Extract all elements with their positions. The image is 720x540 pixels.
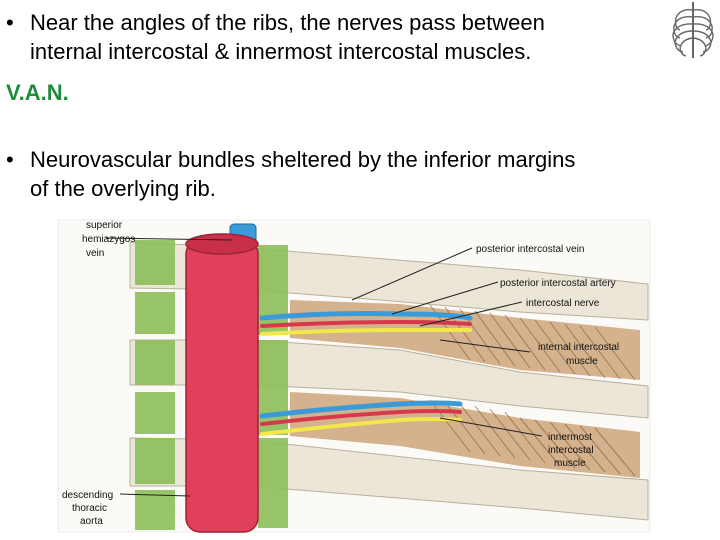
bullet-1-text-1: Near the angles of the ribs, the nerves … xyxy=(30,10,545,35)
bullet-2-line-2: of the overlying rib. xyxy=(6,174,706,203)
label-posterior-intercostal-artery: posterior intercostal artery xyxy=(500,278,616,289)
bullet-1-text-2: internal intercostal & innermost interco… xyxy=(30,39,532,64)
label-descending-aorta-2: thoracic xyxy=(72,503,107,514)
artery-lower xyxy=(260,409,462,426)
label-descending-aorta-3: aorta xyxy=(80,516,103,527)
green-muscle-bands xyxy=(135,240,288,530)
bullet-1-line-1: • Near the angles of the ribs, the nerve… xyxy=(6,8,666,37)
label-superior-hemiazygos-2: hemiazygos xyxy=(82,234,135,245)
label-innermost-intercostal-3: muscle xyxy=(554,458,586,469)
artery-upper xyxy=(260,319,472,328)
nerve-upper xyxy=(260,328,472,336)
bullet-dot: • xyxy=(6,147,14,172)
label-posterior-intercostal-vein: posterior intercostal vein xyxy=(476,244,584,255)
label-innermost-intercostal-1: innermost xyxy=(548,432,592,443)
label-superior-hemiazygos-3: vein xyxy=(86,248,104,259)
bullet-2: • Neurovascular bundles sheltered by the… xyxy=(6,145,706,203)
bullet-2-text-2: of the overlying rib. xyxy=(30,176,216,201)
label-internal-intercostal-1: internal intercostal xyxy=(538,342,619,353)
ribcage-thumbnail-icon xyxy=(672,2,714,58)
internal-intercostal-muscle xyxy=(290,300,640,381)
label-intercostal-nerve: intercostal nerve xyxy=(526,298,600,309)
bullet-1-line-2: internal intercostal & innermost interco… xyxy=(6,37,666,66)
leader-lines xyxy=(105,237,543,497)
nerve-lower xyxy=(260,417,462,436)
label-innermost-intercostal-2: intercostal xyxy=(548,445,594,456)
van-mnemonic: V.A.N. xyxy=(6,80,69,105)
descending-aorta xyxy=(185,239,259,533)
label-superior-hemiazygos-1: superior xyxy=(86,220,123,231)
bullet-2-line-1: • Neurovascular bundles sheltered by the… xyxy=(6,145,706,174)
bullet-2-text-1: Neurovascular bundles sheltered by the i… xyxy=(30,147,576,172)
label-descending-aorta-1: descending xyxy=(62,490,113,501)
lower-neurovascular-bundle xyxy=(259,400,463,436)
aorta-top xyxy=(185,233,259,255)
bullet-1: • Near the angles of the ribs, the nerve… xyxy=(6,8,666,66)
vein-lower xyxy=(259,400,463,419)
bullet-dot: • xyxy=(6,10,14,35)
label-internal-intercostal-2: muscle xyxy=(566,356,598,367)
